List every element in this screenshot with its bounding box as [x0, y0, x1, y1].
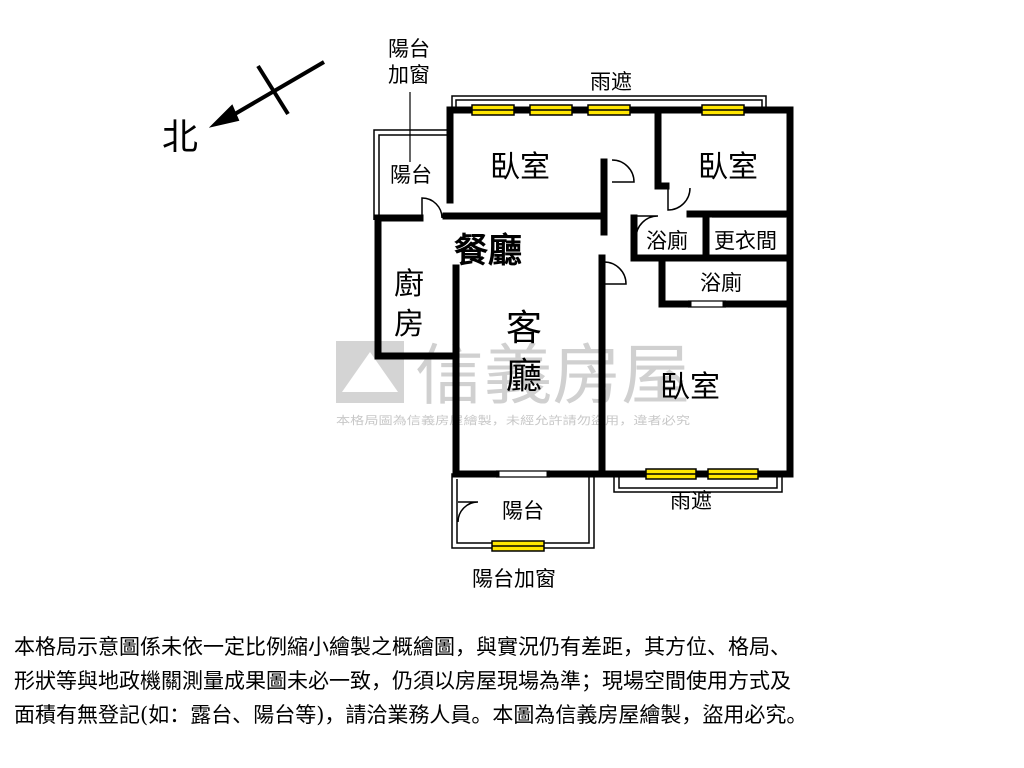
annotation-balcony-window-bottom: 陽台加窗 [472, 567, 556, 591]
window-top-4 [701, 104, 745, 116]
door-swings [421, 159, 691, 523]
door-bath-upper-icon [635, 215, 659, 239]
north-label: 北 [162, 117, 198, 158]
annotation-balcony-window-top-2: 加窗 [388, 63, 430, 87]
room-balcony-bottom: 陽台 [502, 499, 544, 523]
disclaimer-line-1: 本格局示意圖係未依一定比例縮小繪製之概繪圖，與實況仍有差距，其方位、格局、 [14, 635, 791, 659]
room-living-2: 廳 [506, 356, 542, 397]
room-labels: 臥室 臥室 臥室 餐廳 廚 房 客 廳 浴廁 浴廁 更衣間 陽台 陽台 [390, 150, 777, 523]
windows [471, 104, 759, 552]
room-bath-lower: 浴廁 [700, 271, 742, 295]
door-master-bedroom-icon [603, 261, 627, 285]
north-arrow-icon [208, 60, 326, 128]
disclaimer: 本格局示意圖係未依一定比例縮小繪製之概繪圖，與實況仍有差距，其方位、格局、 形狀… [14, 630, 1010, 732]
door-bottom-balcony-icon [457, 501, 479, 523]
thin-outlines [373, 95, 783, 549]
room-balcony-left: 陽台 [390, 163, 432, 187]
window-top-1 [471, 104, 515, 116]
disclaimer-line-2: 形狀等與地政機關測量成果圖未必一致，仍須以房屋現場為準；現場空間使用方式及 [14, 669, 791, 693]
room-bath-upper: 浴廁 [646, 229, 688, 253]
room-dining: 餐廳 [454, 231, 522, 271]
room-bedroom-master: 臥室 [660, 370, 720, 405]
room-living-1: 客 [506, 308, 542, 349]
sliding-doors [496, 216, 786, 478]
room-kitchen-1: 廚 [394, 267, 424, 302]
door-left-balcony-icon [421, 197, 443, 219]
room-bedroom-top-right: 臥室 [698, 150, 758, 185]
door-right-bedroom-icon [667, 187, 691, 211]
watermark-brand: 信義房屋 [415, 337, 690, 414]
window-top-2 [529, 104, 573, 116]
annotation-canopy-top: 雨遮 [590, 70, 632, 94]
room-kitchen-2: 房 [394, 307, 424, 342]
annotation-labels: 陽台 加窗 雨遮 雨遮 陽台加窗 [388, 37, 712, 591]
watermark-logo-roof-icon [342, 352, 398, 392]
window-balcony-bottom [491, 540, 545, 552]
door-top-bedroom-icon [611, 159, 635, 183]
room-closet: 更衣間 [714, 229, 777, 253]
floor-plan: 信義房屋 本格局圖為信義房屋繪製，未經允許請勿盜用，違者必究 北 [162, 37, 794, 591]
window-top-3 [587, 104, 631, 116]
watermark-small-text: 本格局圖為信義房屋繪製，未經允許請勿盜用，違者必究 [336, 413, 690, 427]
annotation-balcony-window-top-1: 陽台 [388, 37, 430, 61]
disclaimer-line-3: 面積有無登記(如：露台、陽台等)，請洽業務人員。本圖為信義房屋繪製，盜用必究。 [14, 703, 808, 727]
window-bottom-1 [645, 468, 697, 480]
room-bedroom-top-left: 臥室 [490, 150, 550, 185]
window-bottom-2 [707, 468, 759, 480]
annotation-canopy-bottom: 雨遮 [670, 489, 712, 513]
